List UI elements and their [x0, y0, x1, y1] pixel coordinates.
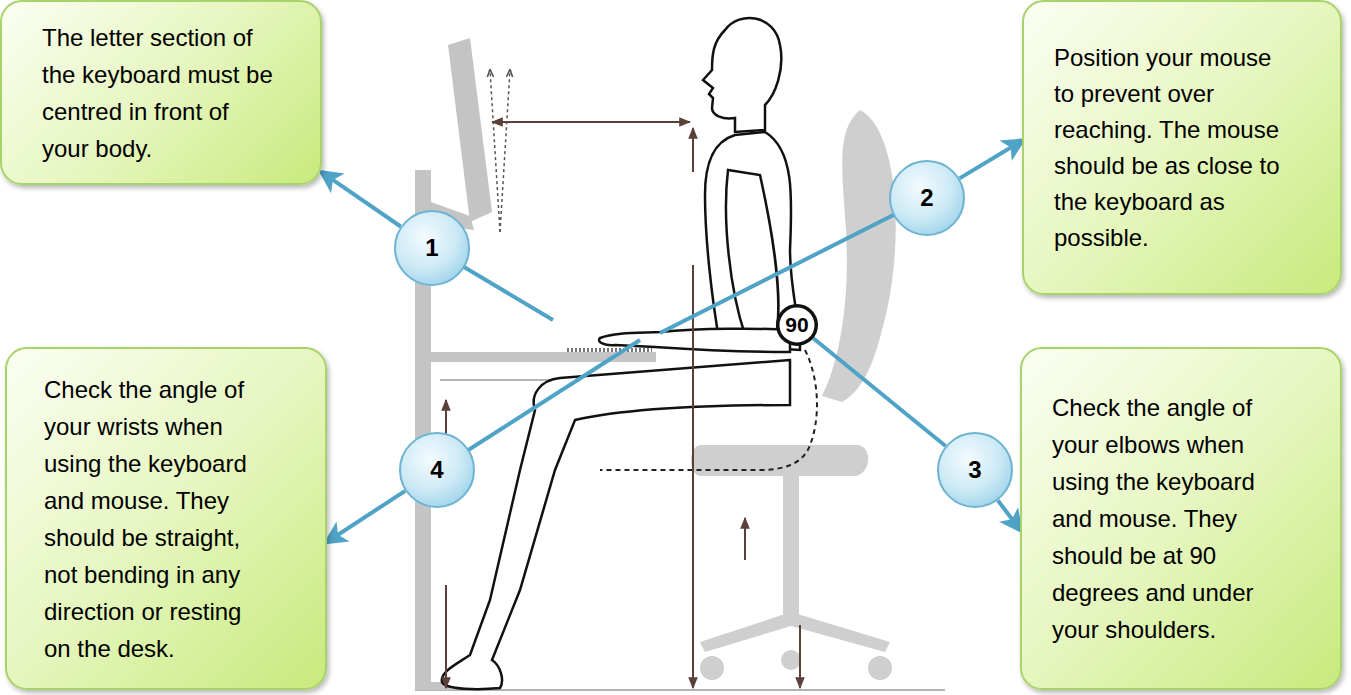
callout-number-bubble: 4 [399, 432, 475, 508]
text-block: Check the angle of your wrists when usin… [44, 371, 272, 667]
seat-height-arrow [744, 518, 746, 560]
callout-number-bubble: 2 [889, 160, 965, 236]
chair-seat [691, 445, 868, 476]
text-block: 2 [889, 160, 965, 236]
callout-number: 1 [425, 234, 438, 262]
callout-arrow [327, 491, 405, 542]
chair-wheel [700, 656, 724, 680]
callout-number-bubble: 3 [937, 432, 1013, 508]
text-block: The letter section of the keyboard must … [42, 19, 276, 167]
chair-base [700, 612, 890, 652]
text-block: 1 [394, 210, 470, 286]
callout-number: 3 [968, 456, 981, 484]
chair-column [783, 476, 799, 616]
angle-value: 90 [785, 313, 808, 337]
person-head [703, 18, 781, 132]
instruction-callout: Check the angle of your wrists when usin… [5, 347, 327, 690]
eye-height-arrow [692, 265, 694, 688]
person-upper-arm [726, 170, 778, 340]
desk-underside [440, 379, 560, 381]
callout-arrow [960, 141, 1022, 179]
text-block: 4 [399, 432, 475, 508]
posture-contour [600, 350, 817, 470]
callout-arrow [998, 500, 1020, 529]
angle-marker: 90 [776, 304, 818, 346]
keyboard [567, 348, 652, 352]
instruction-callout: Position your mouse to prevent over reac… [1022, 0, 1342, 295]
instruction-callout: Check the angle of your elbows when usin… [1020, 347, 1342, 690]
instruction-callout: The letter section of the keyboard must … [0, 0, 322, 185]
bubble-circle [938, 433, 1012, 507]
callout-arrow [813, 338, 945, 446]
bubble-circle [395, 211, 469, 285]
callout-number: 2 [920, 184, 933, 212]
callout-text: Check the angle of your elbows when usin… [1052, 389, 1280, 648]
text-block: Check the angle of your elbows when usin… [1052, 389, 1280, 648]
callout-text: Check the angle of your wrists when usin… [44, 371, 272, 667]
bubble-circle [890, 161, 964, 235]
callout-text: The letter section of the keyboard must … [42, 19, 276, 167]
text-block: 90 [776, 304, 818, 346]
text-block: Position your mouse to prevent over reac… [1054, 40, 1288, 256]
tilt-guide [500, 70, 510, 232]
seat-height-arrow [799, 625, 801, 688]
eye-level-arrow [692, 128, 694, 172]
callout-arrow [322, 172, 401, 226]
callout-number: 4 [430, 456, 443, 484]
callout-number-bubble: 1 [394, 210, 470, 286]
chair-wheel [868, 656, 892, 680]
bubble-circle [400, 433, 474, 507]
desk-height-arrow [445, 585, 447, 688]
person-leg [442, 360, 790, 689]
chair-wheel [781, 650, 801, 670]
tilt-guide [490, 70, 500, 232]
text-block: 3 [937, 432, 1013, 508]
viewing-distance-arrow [492, 121, 690, 123]
chair-backrest [822, 110, 896, 402]
monitor [448, 38, 492, 222]
bubble-circle [778, 306, 817, 345]
callout-text: Position your mouse to prevent over reac… [1054, 40, 1288, 256]
